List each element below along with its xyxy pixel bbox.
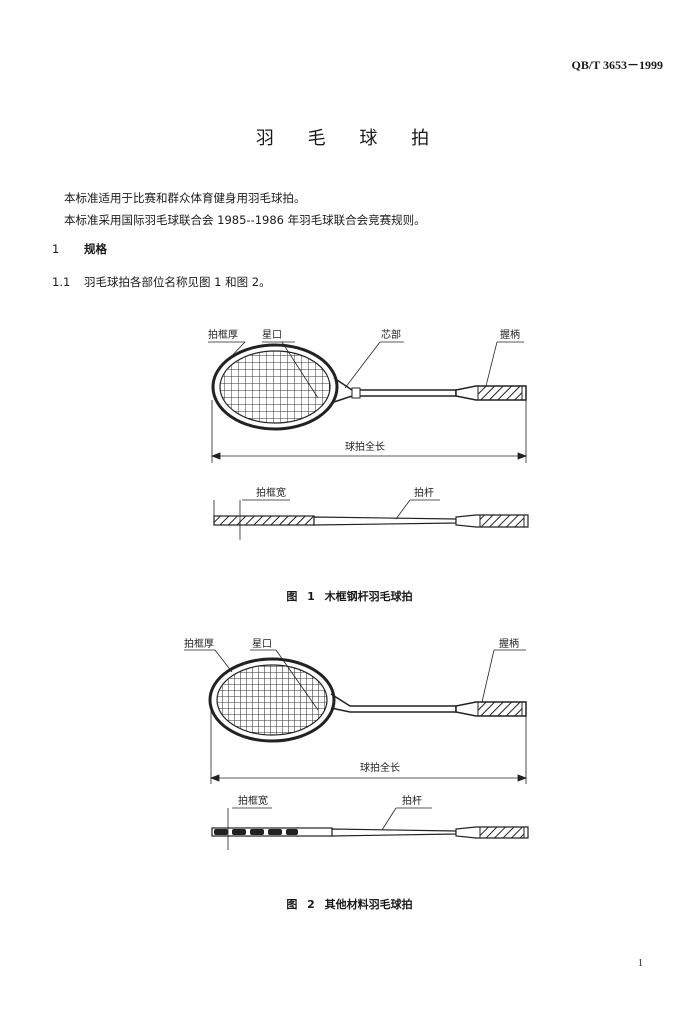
clause-number: 1.1 [52, 275, 71, 289]
clause-text: 羽毛球拍各部位名称见图 1 和图 2。 [84, 275, 271, 289]
standard-number: QB/T 3653－1999 [571, 58, 663, 72]
total-length-dimension [210, 400, 528, 463]
label-throat: 星口 [262, 329, 282, 341]
page-number: 1 [638, 958, 643, 969]
label-throat: 星口 [252, 638, 272, 650]
clause-1-1: 1.1 羽毛球拍各部位名称见图 1 和图 2。 [52, 274, 271, 290]
label-shaft: 拍杆 [402, 794, 422, 807]
label-frame-width: 拍框宽 [256, 486, 286, 499]
racket-side-view [211, 808, 529, 850]
label-total-length: 球拍全长 [360, 761, 400, 774]
scope-paragraph: 本标准适用于比赛和群众体育健身用羽毛球拍。 [64, 191, 306, 205]
label-shaft: 拍杆 [414, 486, 434, 499]
racket-side-view [213, 500, 529, 540]
label-frame-thickness: 拍框厚 [208, 328, 238, 341]
label-total-length: 球拍全长 [345, 440, 385, 453]
label-frame-width: 拍框宽 [238, 794, 268, 807]
figure-2-title: 其他材料羽毛球拍 [324, 898, 413, 911]
clause-heading: 规格 [84, 242, 107, 256]
racket-top-view [208, 657, 527, 743]
racket-top-view [211, 343, 527, 431]
figure-1-number: 图 1 [286, 590, 315, 603]
figure-2-caption: 图 2 其他材料羽毛球拍 [0, 896, 699, 912]
label-grip: 握柄 [499, 637, 519, 650]
page-title: 羽 毛 球 拍 [255, 128, 444, 149]
figure-1-diagram: 拍框厚 星口 芯部 握柄 球拍全长 拍框宽 拍杆 [208, 328, 529, 540]
figure-2-number: 图 2 [286, 898, 315, 911]
label-core: 芯部 [381, 328, 401, 341]
reference-paragraph: 本标准采用国际羽毛球联合会 1985--1986 年羽毛球联合会竞赛规则。 [64, 213, 426, 227]
label-frame-thickness: 拍框厚 [184, 637, 214, 650]
figure-1-title: 木框钢杆羽毛球拍 [324, 590, 413, 603]
figure-1-caption: 图 1 木框钢杆羽毛球拍 [0, 588, 699, 604]
figure-2-diagram: 拍框厚 星口 握柄 球拍全长 拍框宽 拍杆 [184, 637, 529, 850]
clause-number: 1 [52, 242, 60, 256]
total-length-dimension [209, 706, 528, 784]
clause-1: 1 规格 [52, 241, 107, 257]
label-grip: 握柄 [500, 328, 520, 341]
